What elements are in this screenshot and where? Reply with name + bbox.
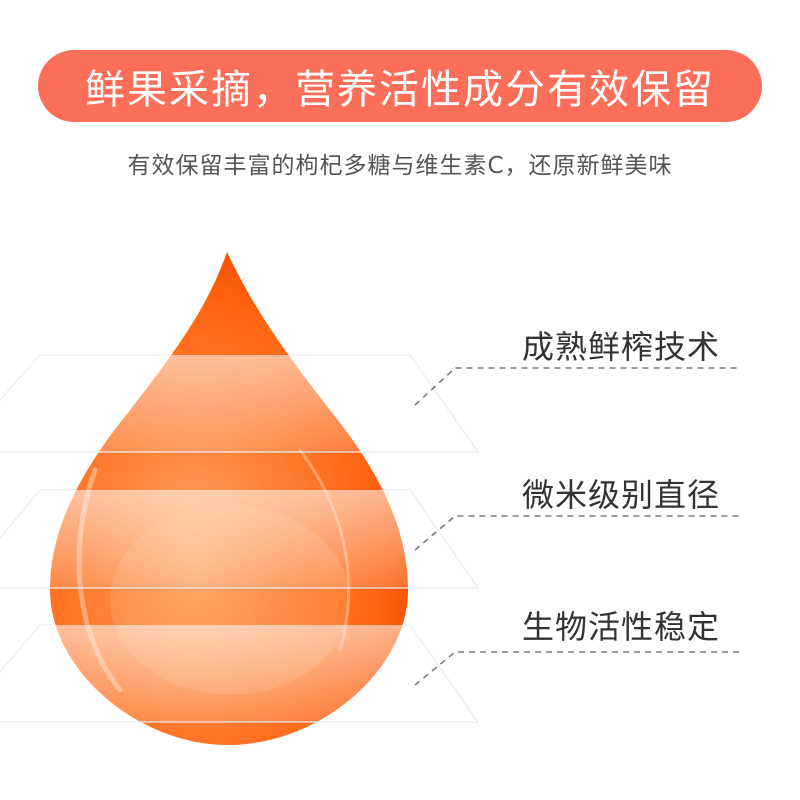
layer-front-edges	[0, 451, 478, 723]
layer-band-1	[0, 355, 478, 452]
leader-lines	[414, 367, 740, 686]
leader-line-2	[414, 515, 740, 551]
translucent-layers	[0, 355, 478, 722]
feature-label-fresh-press: 成熟鲜榨技术	[522, 328, 721, 366]
leader-line-1	[414, 367, 740, 406]
feature-label-bioactivity: 生物活性稳定	[522, 608, 721, 646]
headline-text: 鲜果采摘，营养活性成分有效保留	[85, 67, 715, 113]
headline-banner: 鲜果采摘，营养活性成分有效保留	[38, 50, 762, 122]
feature-label-micron-diameter: 微米级别直径	[522, 476, 721, 514]
layer-band-3	[0, 625, 478, 722]
layer-band-2	[0, 490, 478, 588]
subtitle-text: 有效保留丰富的枸杞多糖与维生素C，还原新鲜美味	[127, 153, 673, 179]
leader-line-3	[414, 651, 740, 686]
